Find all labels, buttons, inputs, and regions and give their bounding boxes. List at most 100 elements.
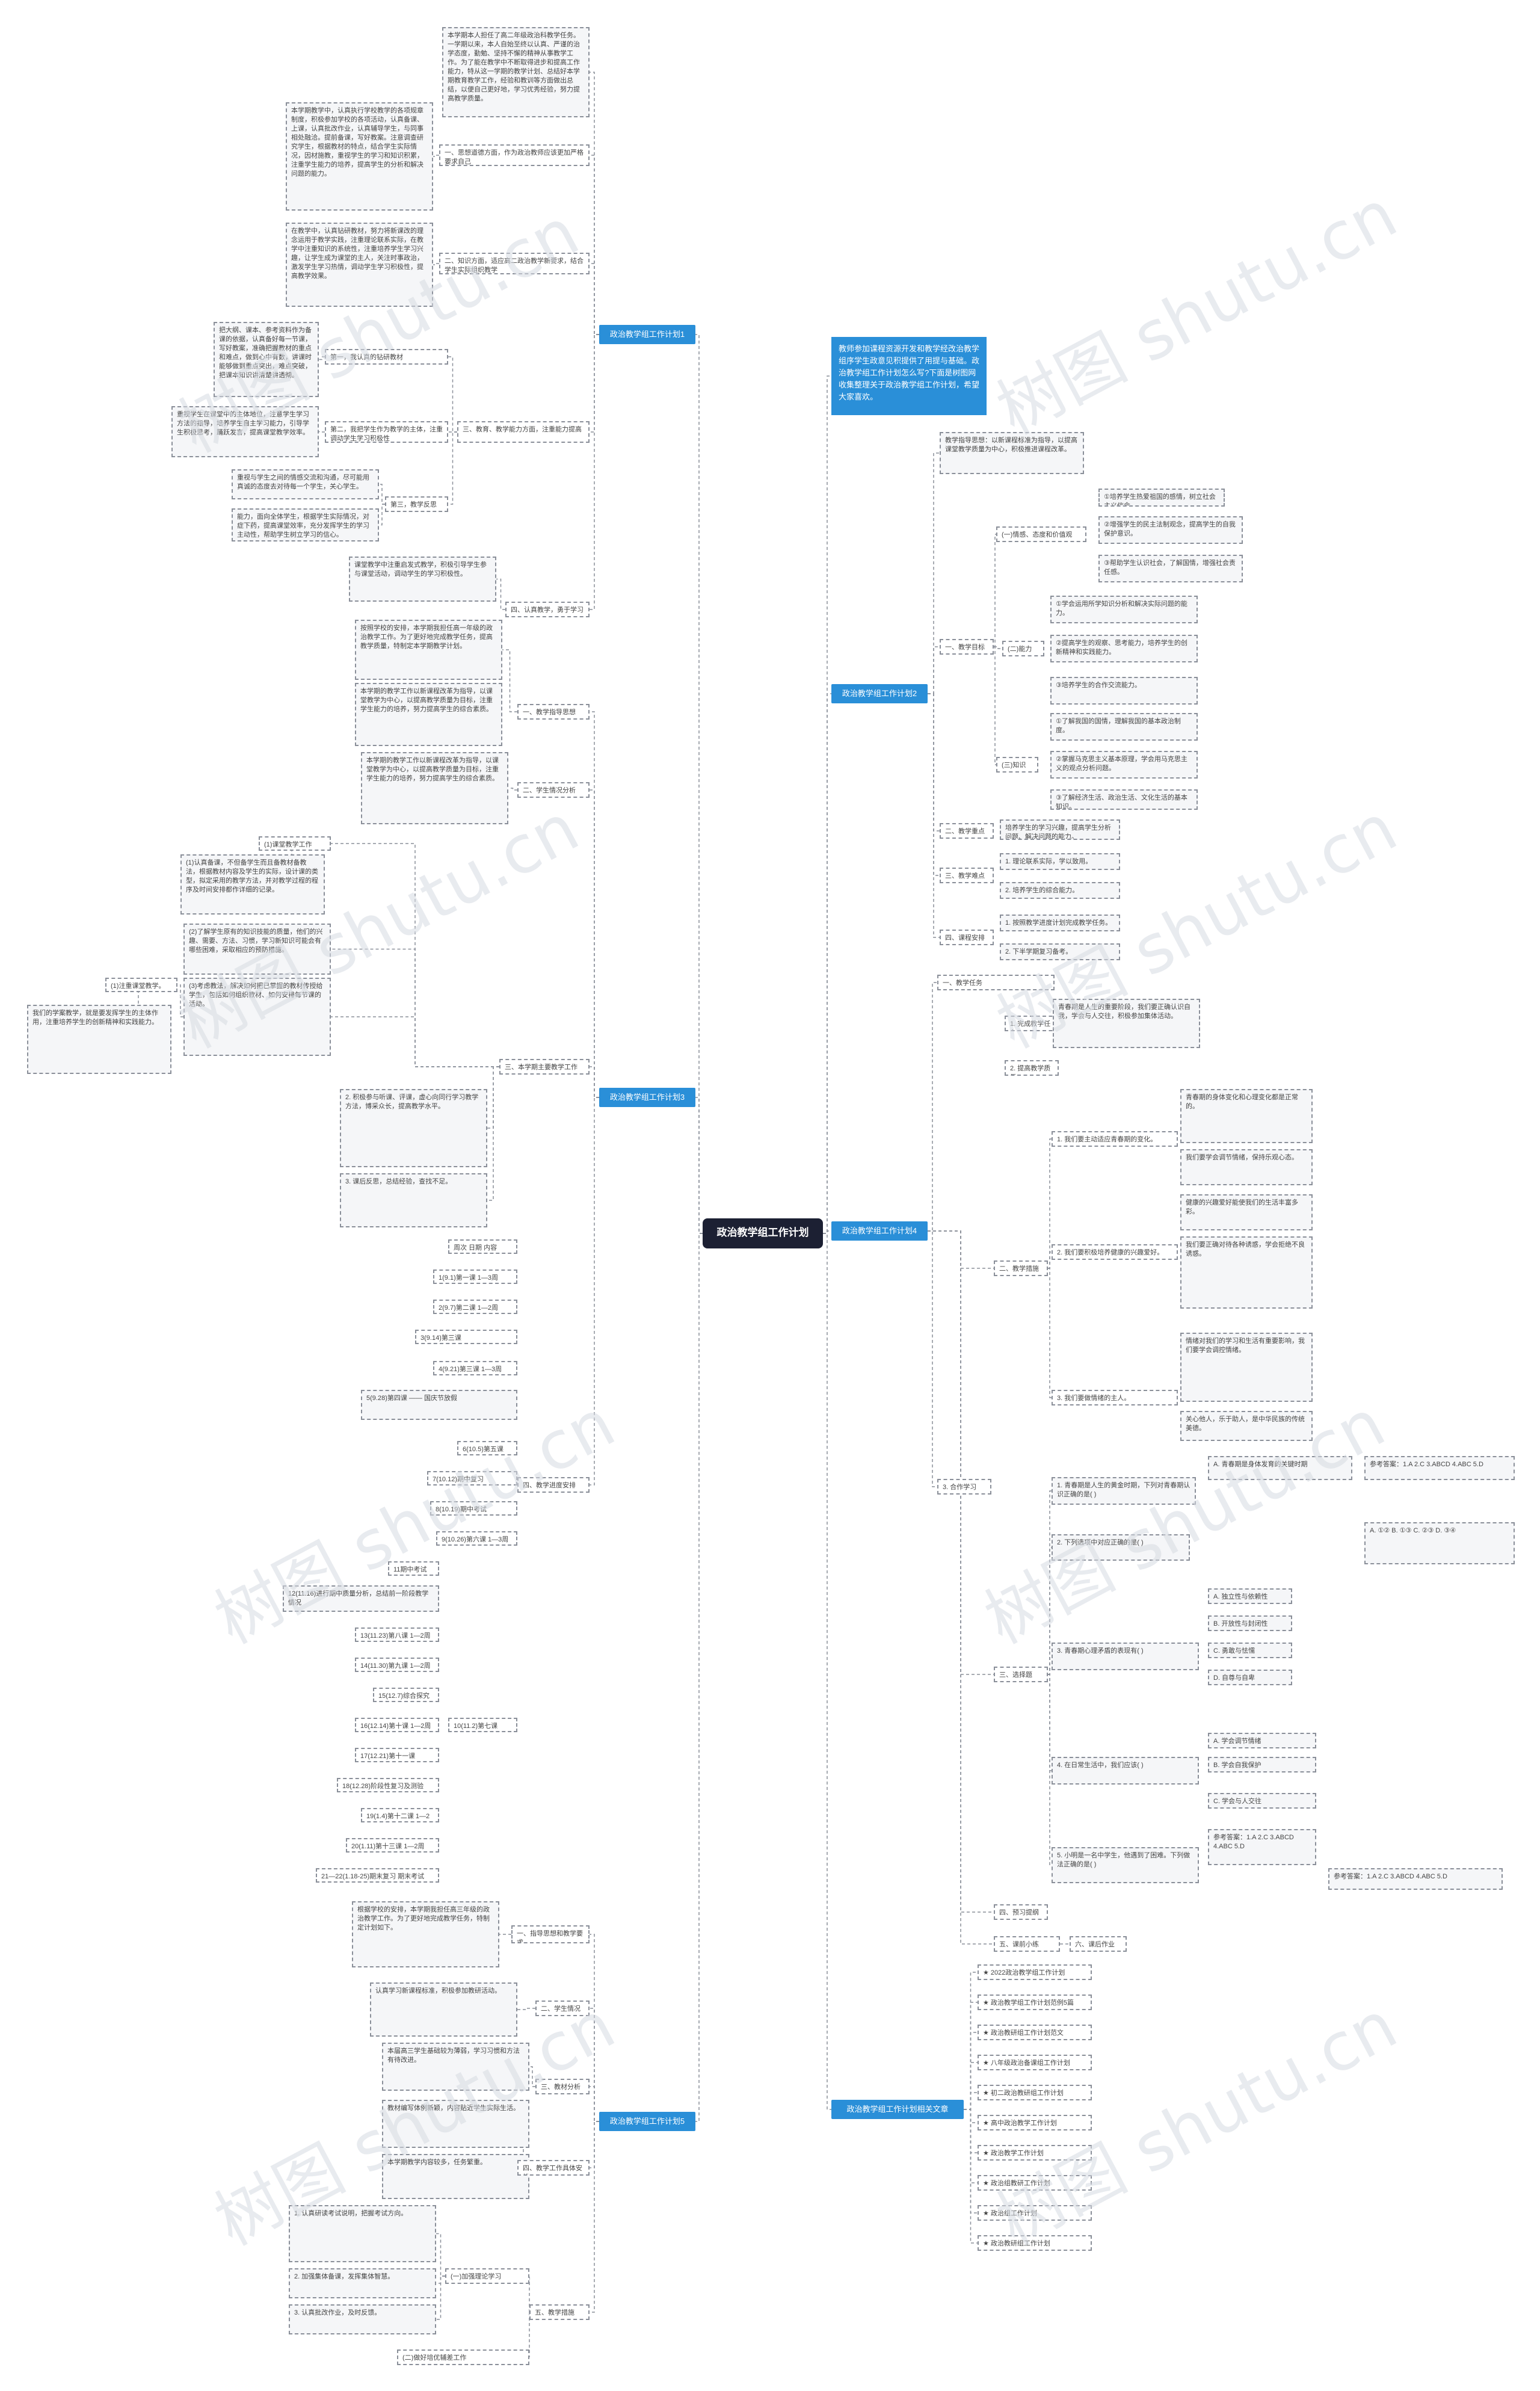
- branch6-subsection[interactable]: (一)加强理论学习: [445, 2268, 529, 2284]
- schedule-row[interactable]: 14(11.30)第九课 1—2周: [355, 1658, 439, 1672]
- related-article-link[interactable]: ★ 政治教学组工作计划范例5篇: [978, 1995, 1092, 2010]
- related-article-link[interactable]: ★ 政治教研组工作计划: [978, 2235, 1092, 2251]
- connector-line: [928, 693, 940, 831]
- branch4-item[interactable]: 2. 提高教学质量: [1005, 1060, 1059, 1076]
- schedule-row[interactable]: 16(12.14)第十课 1—2周: [355, 1718, 439, 1732]
- connector-line: [928, 452, 940, 694]
- branch6-paragraph: 本届高三学生基础较为薄弱，学习习惯和方法有待改进。: [382, 2043, 529, 2091]
- schedule-row[interactable]: 4(9.21)第三课 1—3周: [433, 1361, 517, 1375]
- branch4-section-5[interactable]: 五、课前小练: [994, 1936, 1060, 1952]
- related-article-link[interactable]: ★ 政治教学工作计划: [978, 2145, 1092, 2161]
- branch-related-articles[interactable]: 政治教学组工作计划相关文章: [831, 2100, 964, 2119]
- schedule-row[interactable]: 17(12.21)第十一课: [355, 1748, 439, 1762]
- connector-line: [379, 504, 385, 526]
- branch4-item: 青春期的身体变化和心理变化都是正常的。: [1180, 1089, 1313, 1143]
- branch2-item: ②提高学生的观察、思考能力，培养学生的创新精神和实践能力。: [1050, 635, 1198, 662]
- branch6-subsection[interactable]: (二)做好培优辅差工作: [397, 2349, 529, 2365]
- branch3-section-2[interactable]: 二、学生情况分析: [517, 782, 590, 798]
- branch-plan-2[interactable]: 政治教学组工作计划2: [831, 684, 928, 703]
- related-article-link[interactable]: ★ 政治组工作计划: [978, 2205, 1092, 2221]
- branch6-section-4[interactable]: 四、教学工作具体安排: [517, 2160, 590, 2176]
- branch2-subsection[interactable]: (二)能力: [1002, 641, 1044, 656]
- connector-line: [823, 693, 831, 1234]
- schedule-row[interactable]: 13(11.23)第八课 1—2周: [355, 1627, 439, 1642]
- branch2-section-2[interactable]: 二、教学重点: [940, 823, 994, 839]
- branch4-option: B. 学会自我保护: [1208, 1757, 1316, 1772]
- connector-line: [590, 789, 599, 1098]
- branch6-paragraph: 教材编写体例新颖，内容贴近学生实际生活。: [382, 2100, 529, 2148]
- branch-plan-1[interactable]: 政治教学组工作计划1: [599, 325, 695, 344]
- schedule-row[interactable]: 6(10.5)第五课: [457, 1441, 517, 1455]
- related-article-link[interactable]: ★ 初二政治教研组工作计划: [978, 2085, 1092, 2100]
- branch6-section-5[interactable]: 五、教学措施: [529, 2304, 590, 2320]
- branch-plan-5[interactable]: 政治教学组工作计划5: [599, 2112, 695, 2131]
- branch1-section-2[interactable]: 二、知识方面，适应高二政治教学新要求，结合学生实际组织教学: [439, 253, 590, 274]
- related-article-link[interactable]: ★ 高中政治教学工作计划: [978, 2115, 1092, 2130]
- connector-line: [331, 1016, 499, 1067]
- branch4-option: 参考答案：1.A 2.C 3.ABCD 4.ABC 5.D: [1208, 1829, 1316, 1865]
- schedule-row[interactable]: 15(12.7)综合探究: [373, 1688, 439, 1702]
- schedule-row[interactable]: 8(10.19)期中考试: [430, 1501, 517, 1516]
- schedule-row[interactable]: 10(11.2)第七课: [448, 1718, 517, 1732]
- branch4-section-4[interactable]: 四、预习提纲: [994, 1904, 1048, 1920]
- branch2-section-3[interactable]: 三、教学难点: [940, 868, 994, 883]
- root-topic[interactable]: 政治教学组工作计划: [703, 1218, 823, 1248]
- connector-line: [994, 534, 996, 647]
- connector-line: [928, 982, 937, 1232]
- branch1-subsection[interactable]: 第三，教学反思: [385, 496, 448, 512]
- branch2-section-1[interactable]: 一、教学目标: [940, 639, 994, 655]
- branch-plan-4[interactable]: 政治教学组工作计划4: [831, 1221, 928, 1241]
- schedule-row[interactable]: 周次 日期 内容: [448, 1239, 517, 1254]
- schedule-row[interactable]: 12(11.16)进行期中质量分析，总结前一阶段教学情况: [283, 1585, 439, 1612]
- schedule-row[interactable]: 11期中考试: [388, 1561, 439, 1576]
- branch1-subsection[interactable]: 第二，我把学生作为教学的主体，注重调动学生学习积极性: [325, 421, 448, 443]
- branch4-item[interactable]: 1. 完成教学任务: [1005, 1016, 1059, 1031]
- branch3-section-4[interactable]: 四、教学进度安排: [517, 1477, 590, 1493]
- branch1-section-1[interactable]: 一、思想道德方面，作为政治教师应该更加严格要求自己: [439, 144, 590, 166]
- branch3-tag[interactable]: (1)课堂教学工作: [259, 836, 331, 851]
- schedule-row[interactable]: 3(9.14)第三课: [415, 1330, 517, 1344]
- branch6-paragraph: 本学期教学内容较多，任务繁重。: [382, 2154, 529, 2199]
- schedule-row[interactable]: 7(10.12)期中复习: [427, 1471, 517, 1486]
- branch6-section-1[interactable]: 一、指导思想和教学要求: [511, 1925, 590, 1943]
- branch-plan-3[interactable]: 政治教学组工作计划3: [599, 1088, 695, 1107]
- branch4-option: B. 开放性与封闭性: [1208, 1615, 1292, 1631]
- branch4-option: A. 独立性与依赖性: [1208, 1588, 1292, 1604]
- branch6-section-3[interactable]: 三、教材分析: [535, 2079, 590, 2094]
- branch2-item: ①了解我国的国情，理解我国的基本政治制度。: [1050, 713, 1198, 741]
- branch4-section-1[interactable]: 一、教学任务: [937, 975, 1055, 990]
- branch2-subsection[interactable]: (三)知识: [996, 757, 1038, 773]
- schedule-row[interactable]: 19(1.4)第十二课 1—2周: [361, 1808, 439, 1822]
- related-article-link[interactable]: ★ 八年级政治备课组工作计划: [978, 2055, 1092, 2070]
- branch1-subsection[interactable]: 第一，我认真的钻研教材: [325, 349, 448, 365]
- connector-line: [964, 2109, 978, 2244]
- branch3-section-1[interactable]: 一、教学指导思想: [517, 704, 590, 720]
- schedule-row[interactable]: 21—22(1.18-25)期末复习 期末考试: [316, 1868, 439, 1883]
- connector-line: [823, 1233, 831, 2110]
- schedule-row[interactable]: 9(10.26)第六课 1—3周: [436, 1531, 517, 1546]
- branch2-section-4[interactable]: 四、课程安排: [940, 930, 994, 945]
- schedule-row[interactable]: 2(9.7)第二课 1—2周: [433, 1300, 517, 1314]
- schedule-row[interactable]: 1(9.1)第一课 1—3周: [433, 1270, 517, 1284]
- schedule-row[interactable]: 18(12.28)阶段性复习及测验: [337, 1778, 439, 1792]
- branch2-subsection[interactable]: (一)情感、态度和价值观: [996, 526, 1086, 542]
- branch1-section-4[interactable]: 四、认真教学，勇于学习: [505, 602, 590, 617]
- branch3-side-note[interactable]: (1)注重课堂教学。: [105, 978, 177, 992]
- related-article-link[interactable]: ★ 2022政治教学组工作计划: [978, 1964, 1092, 1980]
- related-article-link[interactable]: ★ 政治组教研工作计划: [978, 2175, 1092, 2191]
- branch4-point[interactable]: 2. 我们要积极培养健康的兴趣爱好。: [1052, 1244, 1178, 1260]
- related-article-link[interactable]: ★ 政治教研组工作计划范文: [978, 2025, 1092, 2040]
- branch1-section-3[interactable]: 三、教育、教学能力方面，注重能力提高: [457, 421, 590, 443]
- branch6-section-2[interactable]: 二、学生情况: [535, 2001, 590, 2016]
- branch4-section-2[interactable]: 二、教学措施: [994, 1260, 1048, 1276]
- schedule-row[interactable]: 20(1.11)第十三课 1—2周: [346, 1838, 439, 1853]
- branch4-item[interactable]: 3. 合作学习: [937, 1479, 991, 1495]
- schedule-row[interactable]: 5(9.28)第四课 —— 国庆节放假: [361, 1390, 517, 1420]
- branch4-point[interactable]: 1. 我们要主动适应青春期的变化。: [1052, 1131, 1178, 1147]
- connector-line: [994, 646, 996, 765]
- branch4-section-3[interactable]: 三、选择题: [994, 1667, 1048, 1682]
- branch4-section-6[interactable]: 六、课后作业: [1070, 1936, 1127, 1952]
- branch3-section-3[interactable]: 三、本学期主要教学工作: [499, 1059, 590, 1075]
- branch4-point[interactable]: 3. 我们要做情绪的主人。: [1052, 1390, 1178, 1405]
- connector-line: [964, 1972, 978, 2110]
